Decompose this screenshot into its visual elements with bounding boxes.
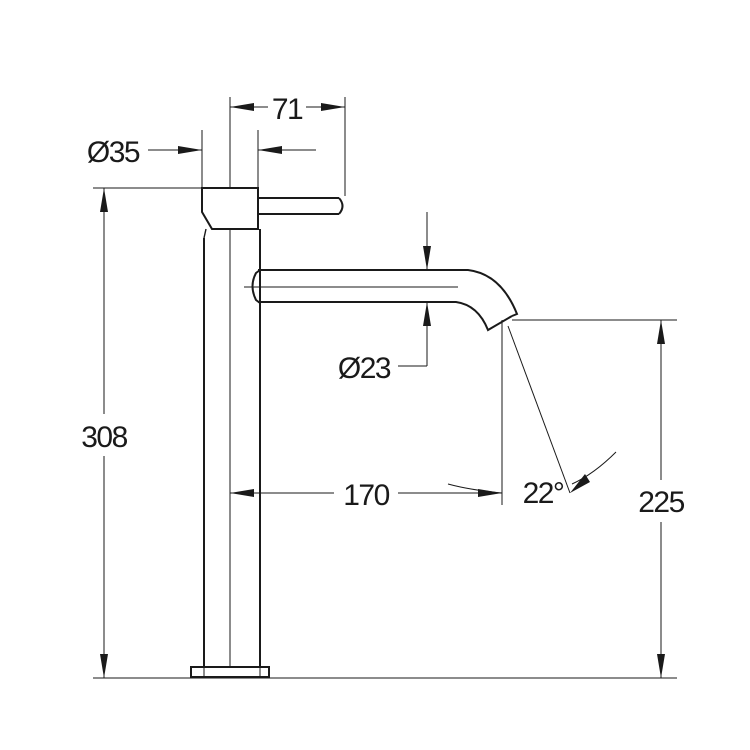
dimension-outlet-height: 225 [512, 319, 686, 678]
dimension-spout-diameter: Ø23 [338, 212, 431, 385]
dimension-label-body-diameter: Ø35 [87, 136, 140, 169]
handle-cap [201, 187, 259, 230]
dimension-total-height: 308 [81, 187, 202, 678]
dimension-spout-reach: 170 [230, 320, 503, 512]
dimension-label-lever-reach: 71 [272, 93, 303, 126]
dimension-label-spout-diameter: Ø23 [338, 352, 391, 385]
dimension-spout-angle: 22° [447, 325, 617, 510]
dimension-lever-reach: 71 [229, 93, 346, 196]
dimension-label-spout-reach: 170 [343, 479, 389, 512]
lever-handle [258, 197, 344, 215]
dimension-label-spout-angle: 22° [523, 477, 564, 510]
dimension-body-diameter: Ø35 [87, 130, 316, 188]
dimension-label-total-height: 308 [81, 421, 127, 454]
base-plate [190, 666, 270, 678]
spout [244, 269, 519, 332]
faucet-body [190, 187, 270, 678]
dimension-label-outlet-height: 225 [638, 486, 684, 519]
